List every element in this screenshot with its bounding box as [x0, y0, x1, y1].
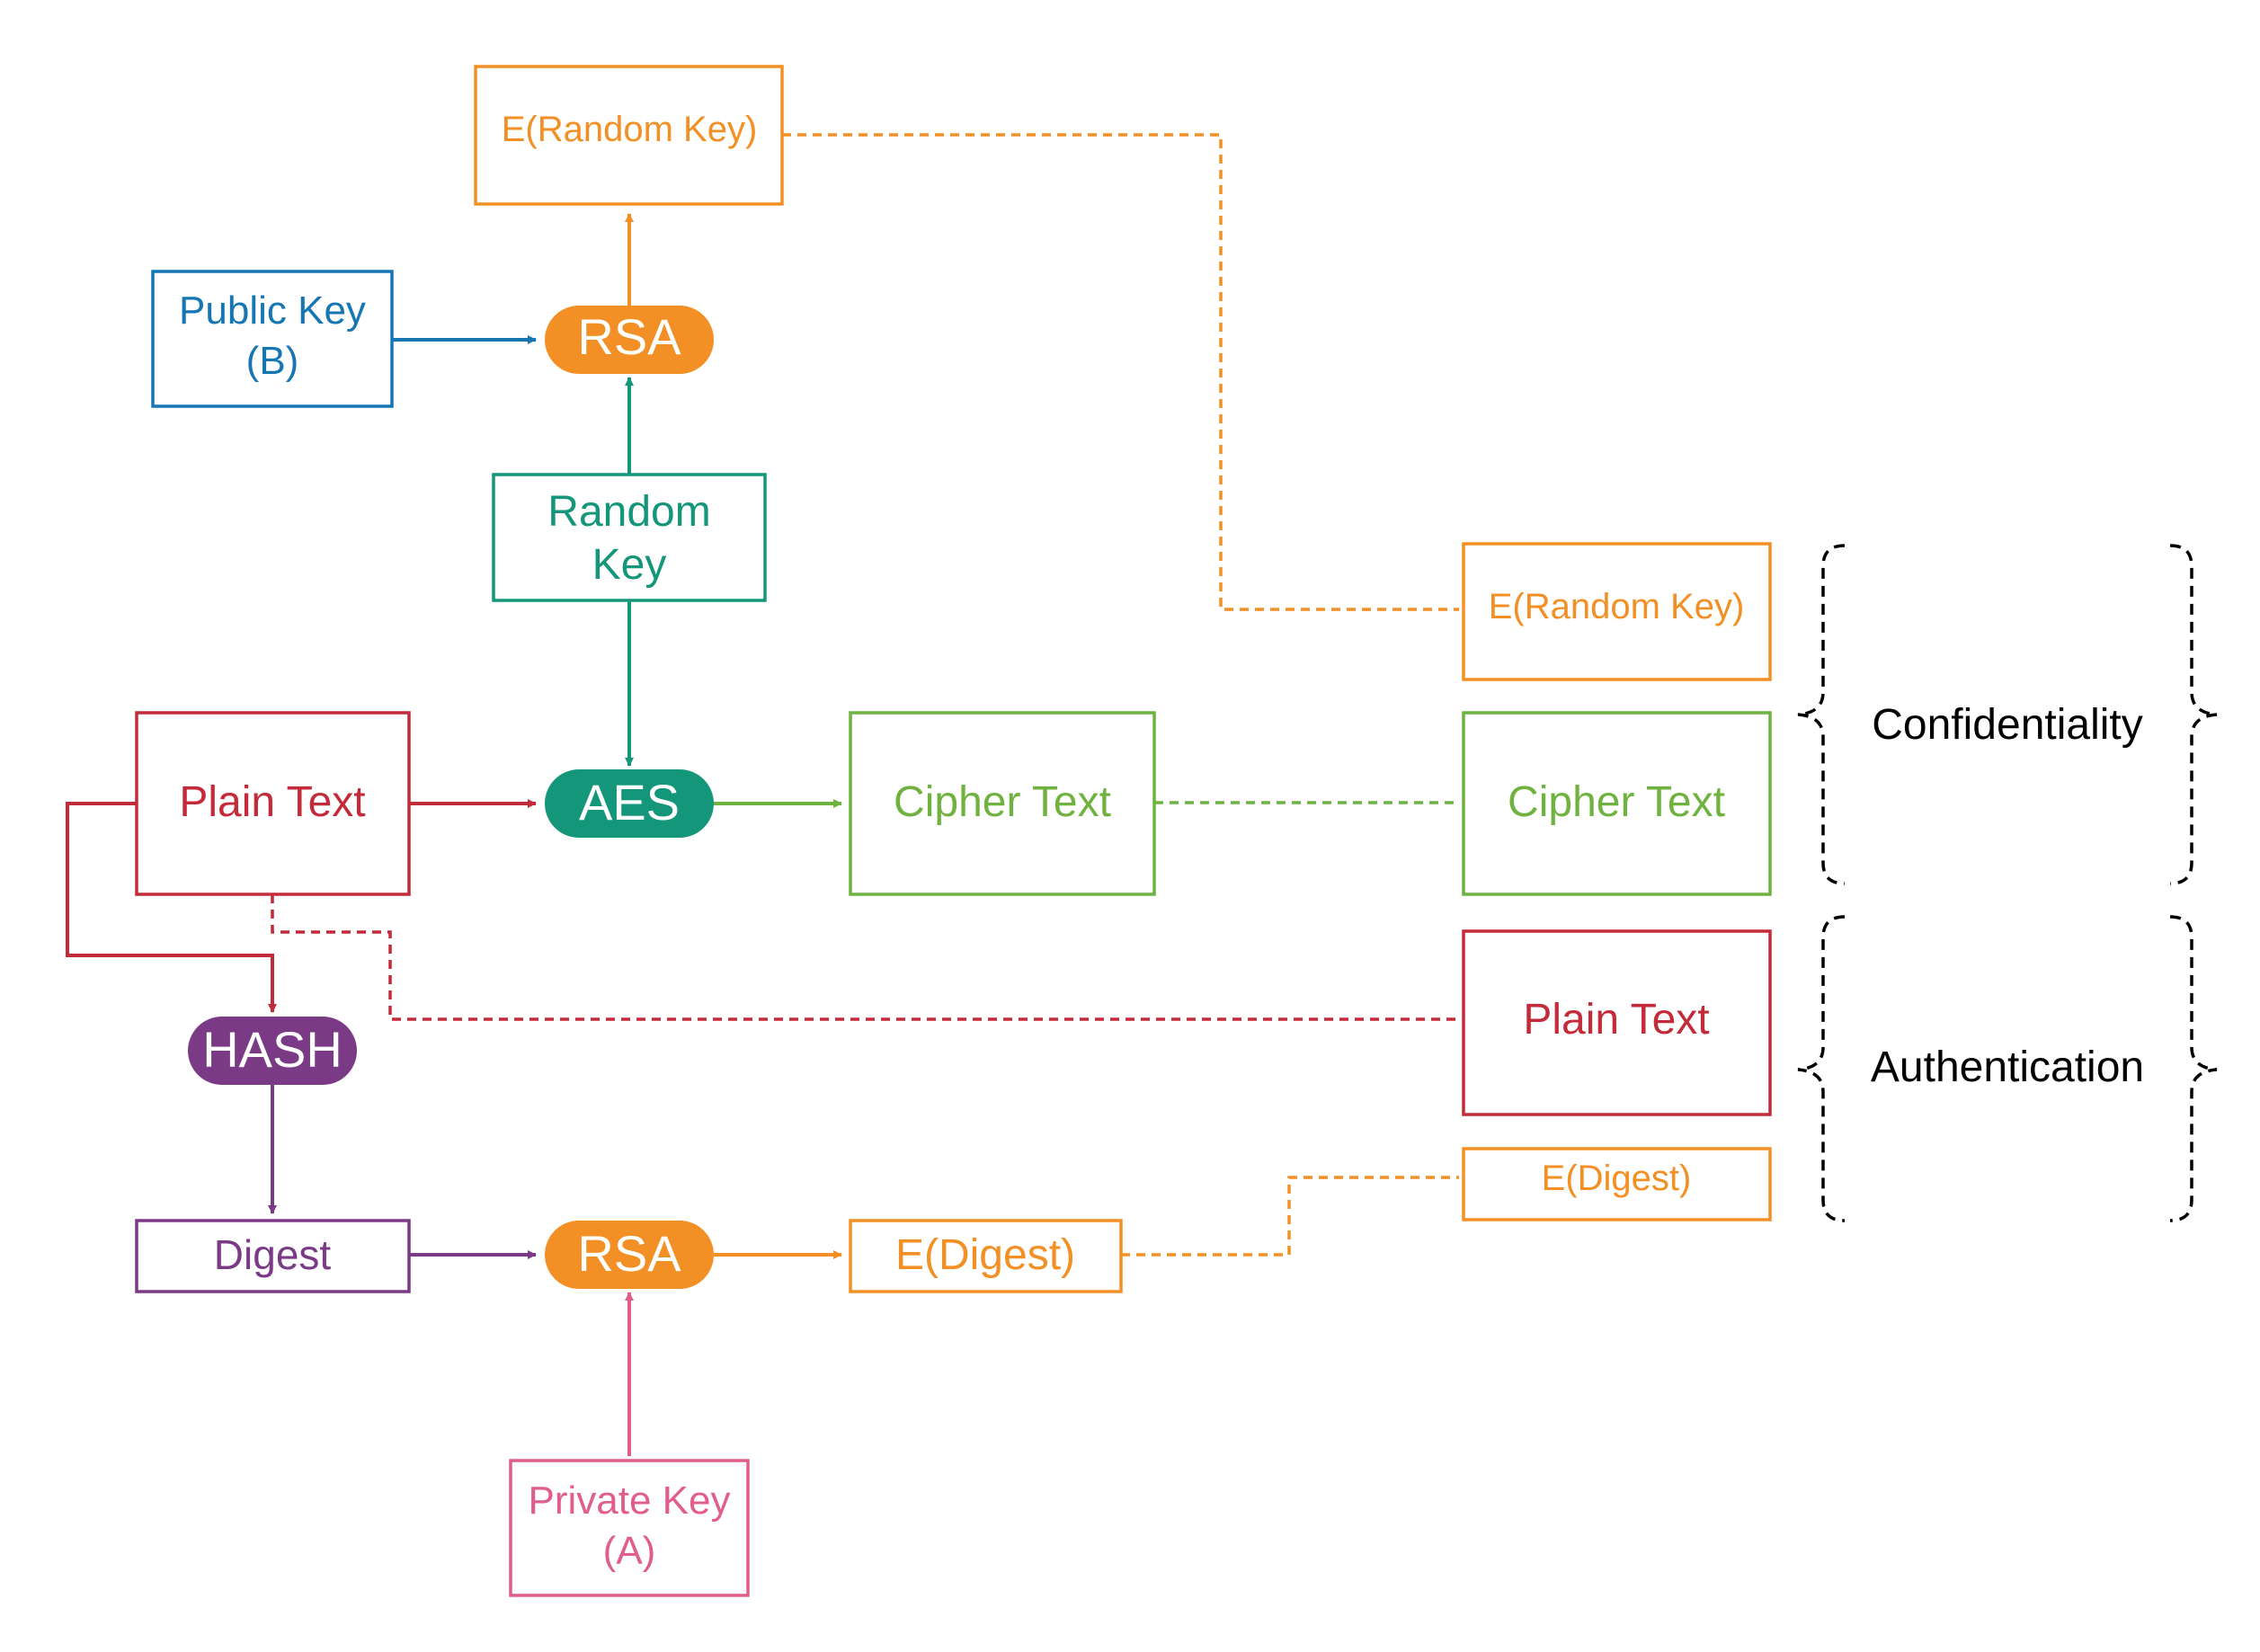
cipher-text-mid-node: Cipher Text — [849, 711, 1156, 896]
digest-label: Digest — [214, 1231, 332, 1278]
connectors — [66, 133, 1459, 1456]
aes-node: AES — [545, 769, 714, 838]
authentication-left-brace — [1797, 915, 1846, 1222]
authentication-right-brace — [2169, 915, 2218, 1222]
random-key-node: Random Key — [492, 473, 767, 602]
e-random-key-top-label: E(Random Key) — [502, 110, 758, 149]
cipher-text-right-label: Cipher Text — [1508, 778, 1725, 826]
random-key-label-line2: Key — [592, 541, 667, 589]
dashed-link-plain-text — [271, 894, 1459, 1021]
e-random-key-top-node: E(Random Key) — [474, 65, 784, 206]
digest-node: Digest — [135, 1219, 411, 1293]
plain-text-right-label: Plain Text — [1523, 996, 1709, 1044]
private-key-label-line1: Private Key — [529, 1479, 731, 1523]
cipher-text-mid-label: Cipher Text — [894, 778, 1111, 826]
plain-text-left-node: Plain Text — [135, 711, 411, 896]
e-random-key-right-node: E(Random Key) — [1462, 542, 1772, 681]
cipher-text-right-node: Cipher Text — [1462, 711, 1772, 896]
plain-text-right-node: Plain Text — [1462, 929, 1772, 1116]
hash-node: HASH — [188, 1017, 357, 1085]
e-digest-right-node: E(Digest) — [1462, 1147, 1772, 1221]
private-key-node: Private Key (A) — [509, 1459, 750, 1597]
confidentiality-group: Confidentiality — [1797, 544, 2218, 885]
authentication-group: Authentication — [1797, 915, 2218, 1222]
aes-label: AES — [579, 774, 680, 830]
random-key-label-line1: Random — [547, 488, 710, 536]
confidentiality-label: Confidentiality — [1872, 701, 2143, 749]
rsa-top-node: RSA — [545, 306, 714, 374]
hash-label: HASH — [202, 1021, 343, 1078]
arrow-plain-text-to-hash — [66, 802, 277, 1013]
private-key-label-line2: (A) — [603, 1529, 656, 1573]
dashed-link-e-random-key — [782, 133, 1459, 611]
rsa-top-label: RSA — [577, 308, 681, 365]
plain-text-left-label: Plain Text — [179, 778, 365, 826]
rsa-bottom-label: RSA — [577, 1225, 681, 1282]
confidentiality-left-brace — [1797, 544, 1846, 885]
e-digest-mid-label: E(Digest) — [895, 1231, 1075, 1279]
e-digest-mid-node: E(Digest) — [849, 1219, 1123, 1293]
e-random-key-right-label: E(Random Key) — [1489, 587, 1745, 626]
public-key-label-line1: Public Key — [179, 289, 366, 333]
confidentiality-right-brace — [2169, 544, 2218, 885]
authentication-label: Authentication — [1871, 1044, 2144, 1091]
public-key-node: Public Key (B) — [151, 270, 394, 408]
dashed-link-e-digest — [1121, 1176, 1459, 1257]
public-key-label-line2: (B) — [246, 339, 299, 383]
rsa-bottom-node: RSA — [545, 1221, 714, 1289]
e-digest-right-label: E(Digest) — [1542, 1159, 1692, 1198]
